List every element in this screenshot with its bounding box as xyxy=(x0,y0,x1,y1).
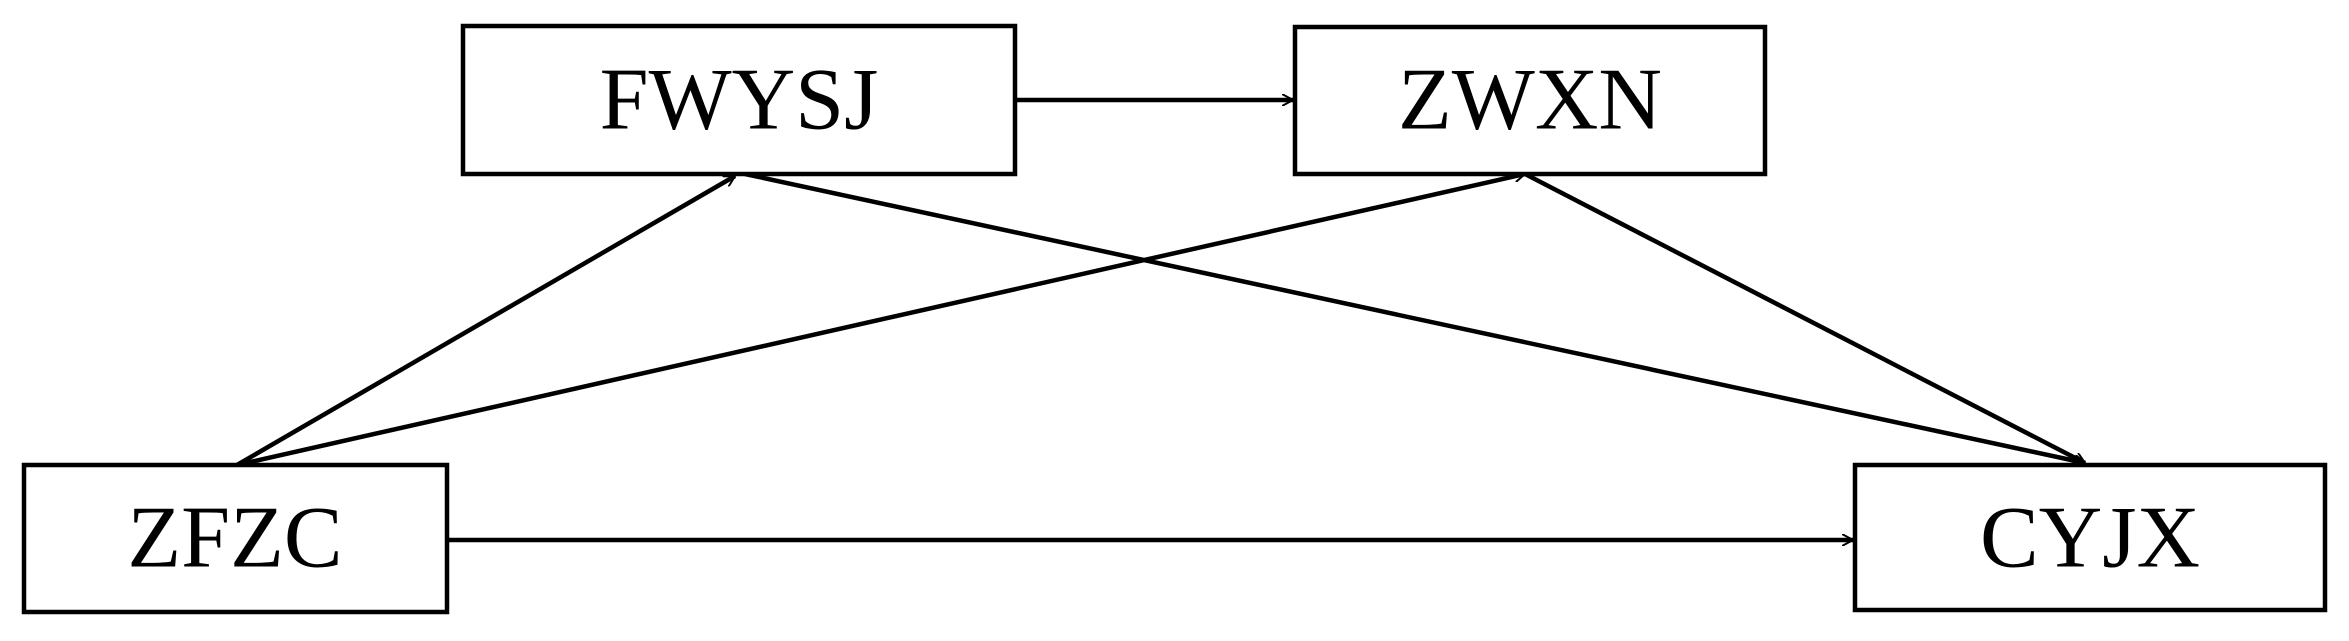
node-fwysj-box xyxy=(460,23,1018,177)
node-cyjx-label: CYJX xyxy=(1980,490,2200,587)
edge-fwysj-to-cyjx xyxy=(744,171,2085,463)
node-cyjx-box xyxy=(1852,462,2328,613)
edge-zfzc-to-fwysj xyxy=(235,174,735,467)
edge-zwxn-to-cyjx xyxy=(1523,172,2085,465)
node-zwxn-label: ZWXN xyxy=(1398,52,1662,149)
node-zfzc-box xyxy=(21,462,450,615)
node-cyjx: CYJX xyxy=(1852,462,2328,613)
edge-zfzc-to-zwxn xyxy=(236,174,1525,468)
node-fwysj-label: FWYSJ xyxy=(600,52,879,149)
node-fwysj: FWYSJ xyxy=(460,23,1018,177)
node-zfzc-label: ZFZC xyxy=(127,490,342,587)
node-zfzc: ZFZC xyxy=(21,462,450,615)
node-zwxn-box xyxy=(1292,24,1768,177)
node-zwxn: ZWXN xyxy=(1292,24,1768,177)
edges xyxy=(235,100,2085,540)
